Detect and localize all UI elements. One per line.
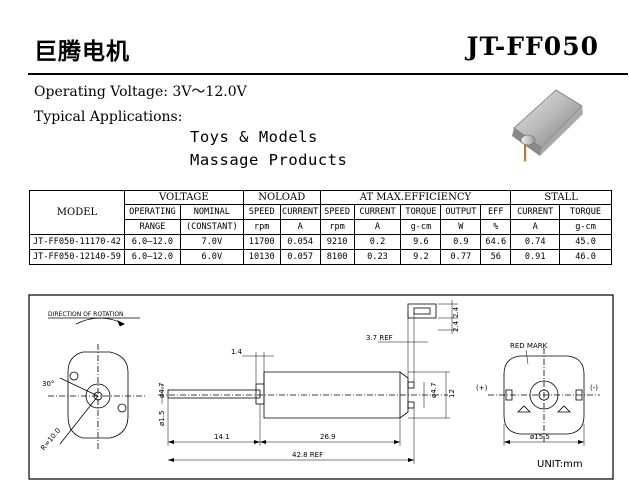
table-cell: JT-FF050-11170-42 [29,234,125,250]
drawing-frame [28,294,614,480]
table-cell: 7.0V [179,234,244,250]
side-view: 1.4 ø4.7 ø1.5 14.1 26.9 42.8 REF 3.7 REF [158,300,460,464]
dim-terminal-a: 2.4 [452,306,460,318]
table-cell: 46.0 [559,249,612,265]
minus-terminal-label: (-) [590,384,598,392]
voltage-header: VOLTAGE [123,190,244,205]
unit-label: UNIT:mm [537,459,583,470]
unit-cell: g-cm [559,219,612,235]
plus-terminal-label: (+) [476,384,488,392]
table-cell: 0.054 [279,234,321,250]
col-header: TORQUE [559,204,612,220]
col-header: NOMINAL [179,204,244,220]
radius-label: R=10.0 [39,427,62,452]
dim-bushing-dia: ø4.7 [158,383,166,398]
table-cell: 0.2 [353,234,402,250]
col-header: TORQUE [400,204,442,220]
maxeff-header: AT MAX.EFFICIENCY [319,190,512,205]
col-header: CURRENT [279,204,321,220]
red-mark-label: RED MARK [510,342,548,350]
table-cell: 0.91 [510,249,561,265]
dim-bushing: 1.4 [231,348,243,356]
applications-label: Typical Applications: [34,109,183,125]
table-cell: JT-FF050-12140-59 [29,249,125,265]
col-header: SPEED [319,204,355,220]
noload-header: NOLOAD [242,190,321,205]
unit-cell: RANGE [123,219,181,235]
col-header: CURRENT [510,204,561,220]
table-cell: 6.0–12.0 [123,249,181,265]
application-item: Toys & Models [190,128,318,146]
unit-cell: W [440,219,482,235]
table-cell: 6.0V [179,249,244,265]
unit-cell: rpm [242,219,281,235]
table-cell: 56 [480,249,512,265]
dim-height: 12 [448,389,456,398]
unit-cell: % [480,219,512,235]
dim-shaft-length: 14.1 [214,433,230,441]
table-cell: 64.6 [480,234,512,250]
dim-body-length: 26.9 [320,433,336,441]
table-cell: 9.6 [400,234,442,250]
unit-cell: A [353,219,402,235]
model-header: MODEL [29,190,125,235]
col-header: CURRENT [353,204,402,220]
header-rule [28,73,628,75]
technical-drawing: DIRECTION OF ROTATION 30° R=10.0 [28,294,614,480]
unit-cell: rpm [319,219,355,235]
table-row: JT-FF050-12140-59 6.0–12.0 6.0V 10130 0.… [29,249,612,265]
dim-body-width: ø15.5 [530,433,550,441]
table-cell: 6.0–12.0 [123,234,181,250]
unit-cell: (CONSTANT) [179,219,244,235]
dim-total-length: 42.8 REF [292,451,323,459]
dim-terminal-b: 2.4 [452,320,460,332]
col-header: SPEED [242,204,281,220]
table-cell: 0.057 [279,249,321,265]
table-cell: 0.74 [510,234,561,250]
table-cell: 9210 [319,234,355,250]
unit-cell: g-cm [400,219,442,235]
dim-hub-dia: ø4.7 [430,383,438,398]
table-cell: 8100 [319,249,355,265]
table-cell: 0.77 [440,249,482,265]
end-view-right: RED MARK (+) (-) ø15.5 [476,342,600,446]
spec-table: MODEL VOLTAGE NOLOAD AT MAX.EFFICIENCY S… [29,190,612,265]
table-cell: 0.23 [353,249,402,265]
motor-photo [512,89,583,162]
table-cell: 10130 [242,249,281,265]
table-cell: 45.0 [559,234,612,250]
dim-terminal-ref: 3.7 REF [366,334,393,342]
application-item: Massage Products [190,151,348,169]
unit-cell: A [279,219,321,235]
col-header: EFF [480,204,512,220]
unit-cell: A [510,219,561,235]
table-cell: 0.9 [440,234,482,250]
model-number: JT-FF050 [466,32,599,61]
col-header: OPERATING [123,204,181,220]
table-row: JT-FF050-11170-42 6.0–12.0 7.0V 11700 0.… [29,234,612,250]
col-header: OUTPUT [440,204,482,220]
dim-shaft-dia: ø1.5 [158,411,166,426]
angle-label: 30° [42,380,54,388]
operating-voltage: Operating Voltage: 3V～12.0V [34,84,247,100]
table-cell: 9.2 [400,249,442,265]
table-cell: 11700 [242,234,281,250]
end-view-left: DIRECTION OF ROTATION 30° R=10.0 [39,311,146,452]
brand-name: 巨腾电机 [34,39,130,65]
rotation-label: DIRECTION OF ROTATION [48,311,124,318]
stall-header: STALL [510,190,612,205]
